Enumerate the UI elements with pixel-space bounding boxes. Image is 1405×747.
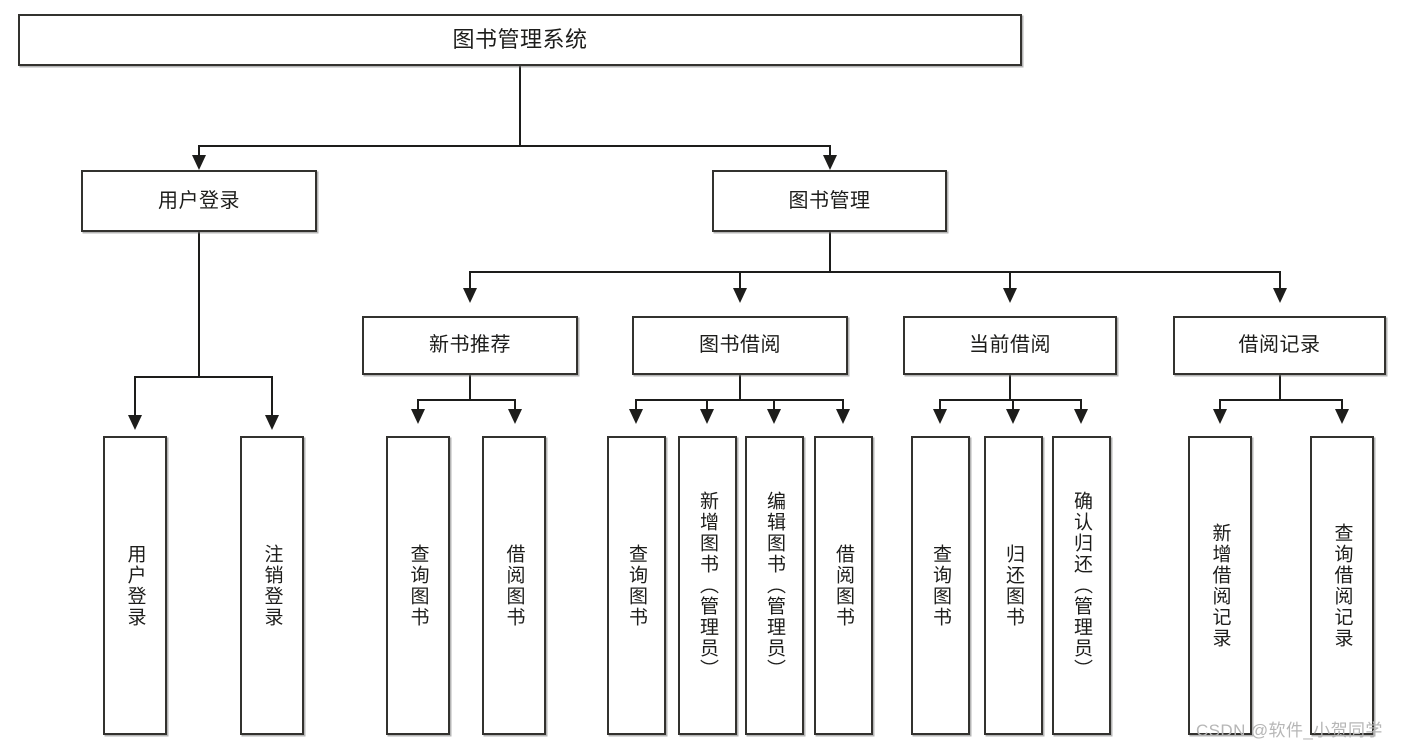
arrow-book-manage-to-borrow bbox=[733, 288, 747, 303]
connector-book-manage-to-new-books bbox=[469, 271, 471, 293]
arrow-user-login-leaf2 bbox=[265, 415, 279, 430]
leaf-query-books-borrow[interactable]: 查询图书 bbox=[607, 436, 666, 735]
node-current-borrowing[interactable]: 当前借阅 bbox=[903, 316, 1117, 375]
arrow-borrow-leaf4 bbox=[836, 409, 850, 424]
arrow-records-leaf2 bbox=[1335, 409, 1349, 424]
leaf-add-book-admin[interactable]: 新增图书（管理员） bbox=[678, 436, 737, 735]
leaf-borrow-books[interactable]: 借阅图书 bbox=[814, 436, 873, 735]
connector-book-manage-to-borrow bbox=[739, 271, 741, 293]
connector-records-stem bbox=[1279, 375, 1281, 400]
connector-new-books-leaf1 bbox=[417, 399, 419, 413]
node-label: 新增借阅记录 bbox=[1209, 522, 1231, 649]
connector-borrow-leaf1 bbox=[635, 399, 637, 413]
arrow-user-login-leaf1 bbox=[128, 415, 142, 430]
connector-root-to-user-login bbox=[198, 145, 200, 161]
connector-root-to-book-manage bbox=[829, 145, 831, 161]
node-label: 归还图书 bbox=[1003, 543, 1024, 628]
node-label: 借阅图书 bbox=[503, 543, 525, 628]
node-label: 查询图书 bbox=[407, 543, 429, 628]
connector-new-books-leaf2 bbox=[514, 399, 516, 413]
leaf-query-books-new[interactable]: 查询图书 bbox=[386, 436, 450, 735]
node-label: 当前借阅 bbox=[969, 334, 1051, 357]
csdn-watermark: CSDN @软件_小贺同学 bbox=[1196, 721, 1383, 740]
leaf-add-borrow-record[interactable]: 新增借阅记录 bbox=[1188, 436, 1252, 735]
connector-current-leaf2 bbox=[1012, 399, 1014, 413]
connector-user-login-stem bbox=[198, 232, 200, 377]
node-label: 查询图书 bbox=[930, 543, 951, 628]
connector-current-bus bbox=[939, 399, 1082, 401]
connector-records-leaf2 bbox=[1341, 399, 1343, 413]
node-label: 用户登录 bbox=[158, 189, 240, 212]
connector-book-manage-to-records bbox=[1279, 271, 1281, 293]
leaf-logout[interactable]: 注销登录 bbox=[240, 436, 304, 735]
node-label: 借阅图书 bbox=[833, 543, 854, 628]
connector-new-books-bus bbox=[417, 399, 516, 401]
arrow-current-leaf3 bbox=[1074, 409, 1088, 424]
arrow-records-leaf1 bbox=[1213, 409, 1227, 424]
node-label: 图书管理系统 bbox=[452, 26, 588, 52]
node-label: 确认归还（管理员） bbox=[1071, 491, 1092, 680]
arrow-book-manage-to-records bbox=[1273, 288, 1287, 303]
connector-records-leaf1 bbox=[1219, 399, 1221, 413]
connector-root-bus bbox=[198, 145, 831, 147]
leaf-query-books-current[interactable]: 查询图书 bbox=[911, 436, 970, 735]
leaf-user-login[interactable]: 用户登录 bbox=[103, 436, 167, 735]
connector-records-bus bbox=[1219, 399, 1342, 401]
arrow-root-to-book-manage bbox=[823, 155, 837, 170]
node-label: 图书借阅 bbox=[699, 334, 781, 357]
connector-user-login-leaf2 bbox=[271, 376, 273, 421]
arrow-book-manage-to-new-books bbox=[463, 288, 477, 303]
connector-borrow-stem bbox=[739, 375, 741, 400]
connector-current-stem bbox=[1009, 375, 1011, 400]
node-user-login[interactable]: 用户登录 bbox=[81, 170, 317, 232]
node-book-management[interactable]: 图书管理 bbox=[712, 170, 947, 232]
arrow-borrow-leaf2 bbox=[700, 409, 714, 424]
connector-current-leaf1 bbox=[939, 399, 941, 413]
connector-new-books-stem bbox=[469, 375, 471, 400]
connector-borrow-leaf3 bbox=[773, 399, 775, 413]
connector-root-stem bbox=[519, 66, 521, 146]
node-label: 查询借阅记录 bbox=[1331, 522, 1353, 649]
connector-book-manage-to-current bbox=[1009, 271, 1011, 293]
connector-user-login-bus bbox=[134, 376, 271, 378]
arrow-current-leaf1 bbox=[933, 409, 947, 424]
arrow-new-books-leaf2 bbox=[508, 409, 522, 424]
leaf-query-borrow-record[interactable]: 查询借阅记录 bbox=[1310, 436, 1374, 735]
node-label: 图书管理 bbox=[788, 189, 871, 212]
connector-book-manage-bus bbox=[469, 271, 1280, 273]
node-label: 用户登录 bbox=[124, 543, 146, 628]
node-label: 新增图书（管理员） bbox=[697, 491, 718, 680]
node-book-borrowing[interactable]: 图书借阅 bbox=[632, 316, 848, 375]
arrow-borrow-leaf1 bbox=[629, 409, 643, 424]
arrow-borrow-leaf3 bbox=[767, 409, 781, 424]
arrow-root-to-user-login bbox=[192, 155, 206, 170]
leaf-confirm-return-admin[interactable]: 确认归还（管理员） bbox=[1052, 436, 1111, 735]
leaf-edit-book-admin[interactable]: 编辑图书（管理员） bbox=[745, 436, 804, 735]
connector-current-leaf3 bbox=[1080, 399, 1082, 413]
connector-user-login-leaf1 bbox=[134, 376, 136, 421]
arrow-new-books-leaf1 bbox=[411, 409, 425, 424]
node-label: 编辑图书（管理员） bbox=[764, 491, 785, 680]
leaf-return-books[interactable]: 归还图书 bbox=[984, 436, 1043, 735]
connector-borrow-bus bbox=[635, 399, 844, 401]
node-book-management-system[interactable]: 图书管理系统 bbox=[18, 14, 1022, 66]
node-label: 借阅记录 bbox=[1238, 334, 1321, 357]
node-label: 新书推荐 bbox=[429, 334, 511, 357]
arrow-book-manage-to-current bbox=[1003, 288, 1017, 303]
connector-borrow-leaf2 bbox=[706, 399, 708, 413]
node-new-book-recommendation[interactable]: 新书推荐 bbox=[362, 316, 578, 375]
node-borrowing-records[interactable]: 借阅记录 bbox=[1173, 316, 1386, 375]
arrow-current-leaf2 bbox=[1006, 409, 1020, 424]
node-label: 注销登录 bbox=[261, 543, 283, 628]
leaf-borrow-books-new[interactable]: 借阅图书 bbox=[482, 436, 546, 735]
connector-book-manage-stem bbox=[829, 232, 831, 272]
node-label: 查询图书 bbox=[626, 543, 647, 628]
connector-borrow-leaf4 bbox=[842, 399, 844, 413]
